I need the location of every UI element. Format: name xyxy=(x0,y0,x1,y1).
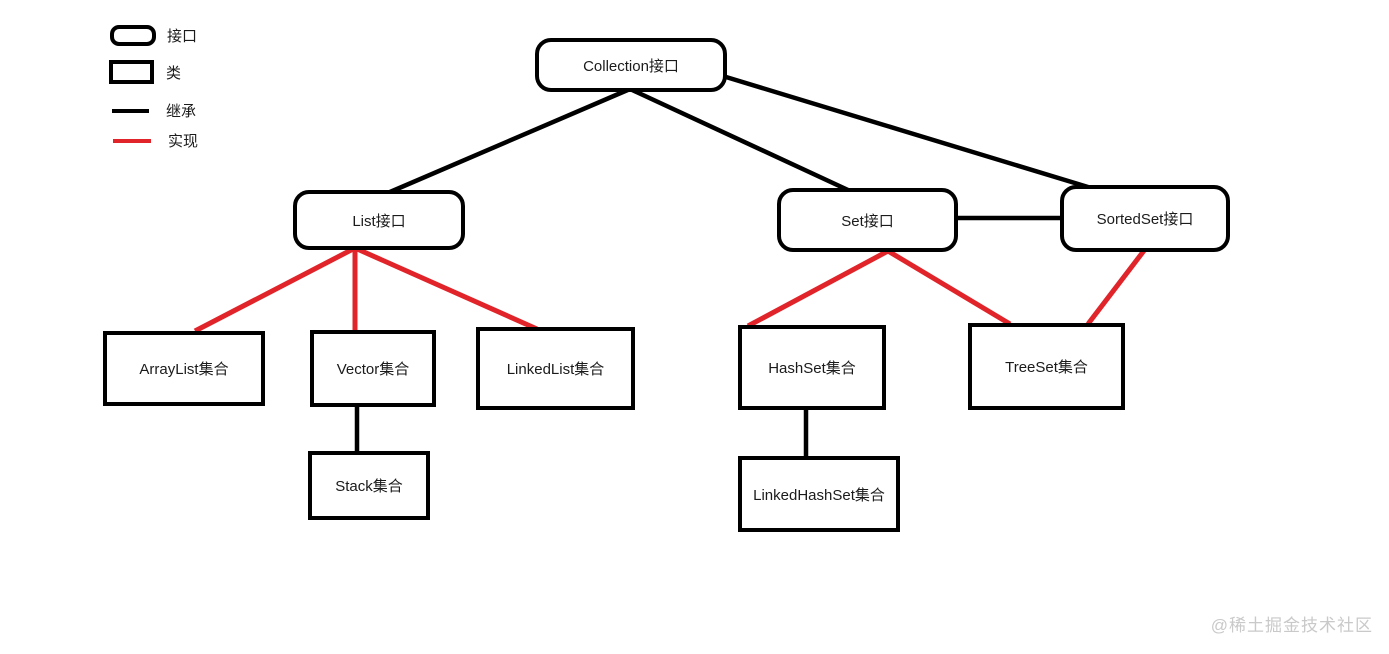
edge-set-hashset xyxy=(746,248,890,329)
node-label: LinkedHashSet集合 xyxy=(753,486,885,504)
watermark-text: @稀土掘金技术社区 xyxy=(1210,616,1373,635)
node-label: LinkedList集合 xyxy=(506,361,605,378)
node-label: Stack集合 xyxy=(335,478,403,495)
node-linkedlist-class: LinkedList集合 xyxy=(476,327,635,410)
node-treeset-class: TreeSet集合 xyxy=(968,323,1125,410)
inheritance-line-icon xyxy=(112,108,149,113)
edge-list-linkedlist xyxy=(353,245,539,332)
node-list-interface: List接口 xyxy=(293,190,465,250)
node-arraylist-class: ArrayList集合 xyxy=(103,331,265,406)
interface-symbol-icon xyxy=(110,25,156,46)
node-label: HashSet集合 xyxy=(768,360,856,377)
edge-sortedset-treeset xyxy=(1086,246,1148,326)
legend-label-implementation: 实现 xyxy=(168,133,199,150)
node-hashset-class: HashSet集合 xyxy=(738,325,886,410)
node-vector-class: Vector集合 xyxy=(310,330,436,407)
edge-set-treeset xyxy=(886,248,1012,327)
legend-label-class: 类 xyxy=(166,64,182,82)
node-sortedset-interface: SortedSet接口 xyxy=(1060,185,1230,252)
legend-label-inheritance: 继承 xyxy=(166,103,197,120)
node-collection-interface: Collection接口 xyxy=(535,38,727,92)
node-stack-class: Stack集合 xyxy=(308,451,430,520)
edge-list-arraylist xyxy=(193,245,357,334)
node-linkedhashset-class: LinkedHashSet集合 xyxy=(738,456,900,532)
node-label: Set接口 xyxy=(841,212,894,230)
legend-item-inheritance: 继承 xyxy=(112,100,196,121)
legend-item-class: 类 xyxy=(109,60,181,84)
edge-collection-sortedset xyxy=(723,74,1091,190)
node-set-interface: Set接口 xyxy=(777,188,958,252)
node-label: List接口 xyxy=(352,212,406,230)
node-label: SortedSet接口 xyxy=(1096,211,1194,228)
legend-item-interface: 接口 xyxy=(110,25,197,46)
node-label: Collection接口 xyxy=(583,57,679,75)
node-label: ArrayList集合 xyxy=(139,361,229,378)
class-symbol-icon xyxy=(109,60,154,84)
edge-collection-list xyxy=(387,86,633,195)
legend-label-interface: 接口 xyxy=(167,28,198,45)
node-label: Vector集合 xyxy=(336,361,410,378)
node-label: TreeSet集合 xyxy=(1005,359,1088,376)
implementation-line-icon xyxy=(113,138,151,143)
edge-collection-set xyxy=(627,86,851,193)
legend-item-implementation: 实现 xyxy=(113,130,198,151)
